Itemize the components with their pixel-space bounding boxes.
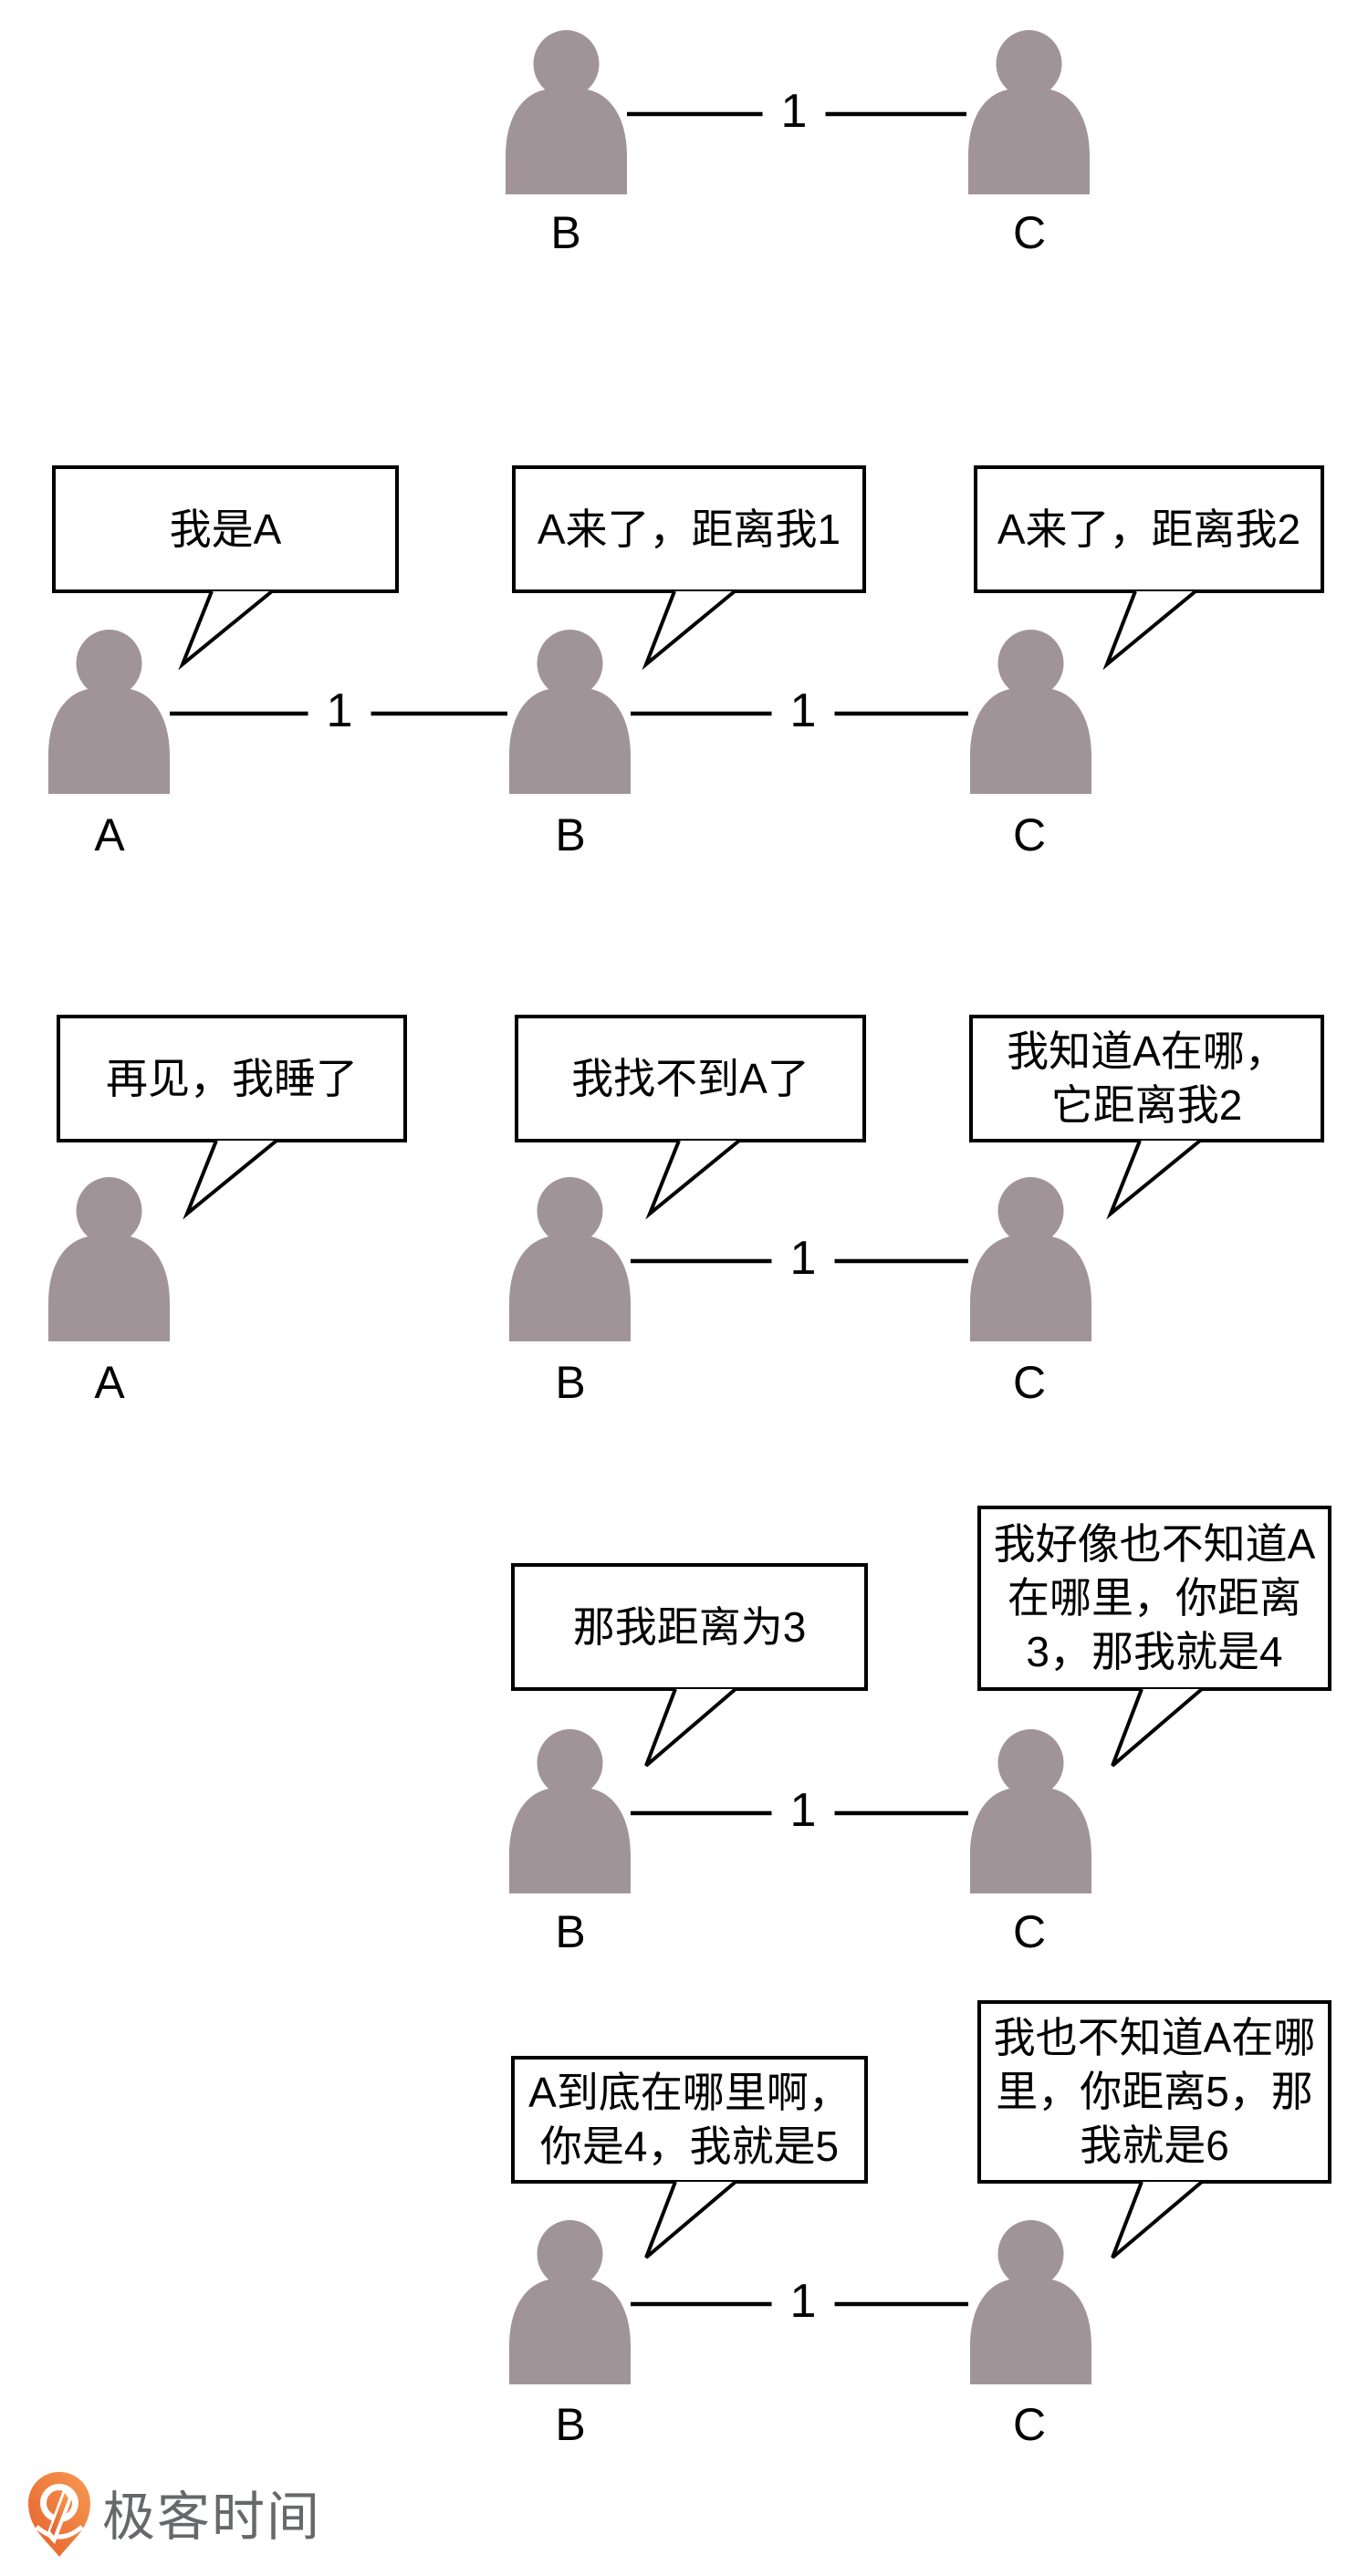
bubble-text: 我知道A在哪， 它距离我2 [1007, 1027, 1287, 1129]
speech-bubble-a: 再见，我睡了 [57, 1015, 407, 1142]
speech-bubble-a: 我是A [52, 465, 399, 593]
person-icon-b [509, 630, 631, 794]
bubble-tail [1106, 1139, 1202, 1220]
person-label-a: A [94, 1357, 125, 1408]
bubble-text: 我好像也不知道A 在哪里，你距离 3，那我就是4 [993, 1520, 1316, 1675]
person-icons [48, 30, 1091, 2384]
person-icon-b [509, 1177, 631, 1341]
bubble-tail [1111, 1687, 1204, 1768]
person-icon-c [968, 30, 1090, 194]
bubble-tail [178, 589, 274, 671]
person-icon-c [970, 1729, 1091, 1893]
person-label-a: A [94, 809, 125, 860]
bubble-text: 我找不到A了 [571, 1054, 809, 1102]
bubble-text: 我也不知道A在哪 里，你距离5，那 我就是6 [993, 2014, 1316, 2169]
person-label-b: B [550, 207, 581, 258]
person-icon-b [509, 2220, 631, 2384]
logo-pin-icon [28, 2472, 90, 2557]
person-label-c: C [1012, 2399, 1047, 2450]
person-label-c: C [1012, 809, 1047, 860]
speech-bubble-c: 我也不知道A在哪 里，你距离5，那 我就是6 [977, 2000, 1331, 2184]
person-icon-b [509, 1729, 631, 1893]
person-icon-a [48, 630, 170, 794]
bubble-tail [644, 2180, 737, 2259]
speech-bubble-b: 那我距离为3 [511, 1563, 868, 1691]
logo-text: 极客时间 [102, 2487, 322, 2547]
bubble-text: 那我距离为3 [572, 1602, 807, 1651]
person-icon-a [48, 1177, 170, 1341]
bubble-tail [642, 589, 736, 671]
person-label-b: B [555, 1357, 586, 1408]
bubble-tail [645, 1139, 741, 1220]
bubble-tail [1102, 589, 1197, 671]
bubble-tail [1111, 2180, 1204, 2259]
person-icon-b [506, 30, 627, 194]
speech-bubble-c: 我知道A在哪， 它距离我2 [969, 1015, 1324, 1142]
person-label-c: C [1012, 207, 1047, 258]
person-label-b: B [555, 1906, 586, 1957]
person-icon-c [970, 1177, 1091, 1341]
link-lines [170, 111, 968, 2307]
person-icon-c [970, 630, 1091, 794]
bubble-text: 再见，我睡了 [106, 1054, 358, 1102]
bubble-text: A来了，距离我2 [997, 505, 1301, 553]
speech-bubble-c: 我好像也不知道A 在哪里，你距离 3，那我就是4 [977, 1506, 1331, 1691]
person-label-b: B [555, 2399, 586, 2450]
bubble-text: A来了，距离我1 [537, 505, 841, 553]
bubble-tail [644, 1687, 737, 1768]
bubble-text: 我是A [169, 505, 282, 553]
speech-bubble-b: A到底在哪里啊， 你是4，我就是5 [511, 2056, 868, 2184]
speech-bubble-c: A来了，距离我2 [974, 465, 1324, 593]
bubble-tail [183, 1139, 278, 1220]
link-cost-label: 1 [771, 1229, 835, 1288]
speech-bubble-b: 我找不到A了 [515, 1015, 866, 1142]
link-cost-label: 1 [308, 682, 371, 740]
link-cost-label: 1 [762, 82, 826, 141]
link-cost-label: 1 [771, 1781, 835, 1840]
person-label-c: C [1012, 1906, 1047, 1957]
person-label-b: B [555, 809, 586, 860]
speech-bubble-b: A来了，距离我1 [512, 465, 866, 593]
person-icon-c [970, 2220, 1091, 2384]
person-label-c: C [1012, 1357, 1047, 1408]
link-cost-label: 1 [771, 2272, 835, 2331]
link-cost-label: 1 [771, 682, 835, 740]
bubble-text: A到底在哪里啊， 你是4，我就是5 [528, 2069, 851, 2170]
